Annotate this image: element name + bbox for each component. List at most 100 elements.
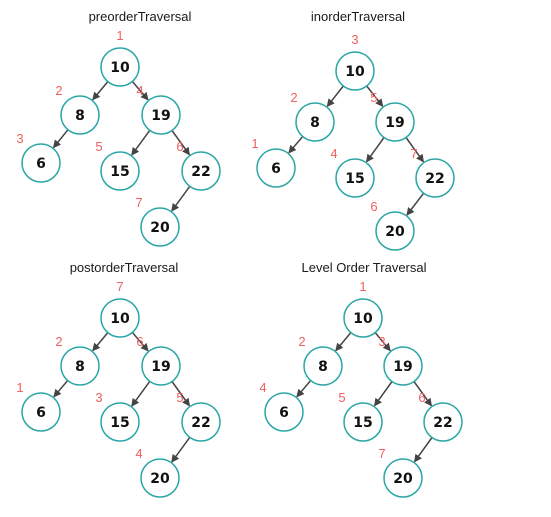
- node-value: 19: [151, 108, 170, 124]
- node-value: 6: [279, 405, 289, 421]
- visit-order-label: 2: [298, 334, 305, 349]
- tree-node: 153: [95, 390, 140, 442]
- tree-node: 206: [370, 199, 415, 251]
- visit-order-label: 6: [176, 139, 183, 154]
- node-value: 19: [151, 359, 170, 375]
- node-circle: [100, 298, 140, 338]
- visit-order-label: 5: [370, 90, 377, 105]
- visit-order-label: 3: [95, 390, 102, 405]
- edge-arrow: [413, 381, 433, 407]
- visit-order-label: 6: [418, 390, 425, 405]
- node-circle: [256, 148, 296, 188]
- tree-node: 61: [251, 136, 296, 188]
- visit-order-label: 4: [136, 83, 143, 98]
- panel-title: postorderTraversal: [70, 260, 179, 275]
- edge-arrow: [406, 192, 425, 216]
- edge-arrow: [373, 381, 393, 407]
- node-value: 6: [271, 161, 281, 177]
- visit-order-label: 2: [55, 334, 62, 349]
- tree-node: 19 4: [136, 83, 181, 135]
- node-value: 6: [36, 156, 46, 172]
- node-circle: [295, 102, 335, 142]
- tree-node: 193: [378, 334, 423, 386]
- tree-node: 196: [136, 334, 181, 386]
- node-circle: [303, 346, 343, 386]
- tree-node: 82: [55, 334, 100, 386]
- visit-order-label: 5: [95, 139, 102, 154]
- node-value: 8: [310, 115, 320, 131]
- node-circle: [181, 151, 221, 191]
- node-circle: [343, 298, 383, 338]
- node-value: 19: [385, 115, 404, 131]
- node-circle: [141, 95, 181, 135]
- node-value: 10: [110, 311, 130, 327]
- panel-title: preorderTraversal: [89, 9, 192, 24]
- node-circle: [383, 458, 423, 498]
- edge-arrow: [131, 380, 151, 407]
- visit-order-label: 2: [55, 83, 62, 98]
- visit-order-label: 1: [251, 136, 258, 151]
- tree-node: 22 7: [410, 146, 455, 198]
- edge-arrow: [53, 380, 69, 398]
- visit-order-label: 1: [16, 380, 23, 395]
- tree-node: 225: [176, 390, 221, 442]
- node-circle: [21, 143, 61, 183]
- tree-node: 155: [338, 390, 383, 442]
- tree-node: 61: [16, 380, 61, 432]
- tree-node: 82: [298, 334, 343, 386]
- edge-arrow: [171, 185, 191, 212]
- tree-node: 226: [176, 139, 221, 191]
- node-circle: [335, 51, 375, 91]
- tree-node: 155: [95, 139, 140, 191]
- tree-node: 226: [418, 390, 463, 442]
- tree-node: 82: [290, 90, 335, 142]
- node-circle: [100, 47, 140, 87]
- edge-arrow: [296, 380, 312, 398]
- tree-node: 64: [259, 380, 304, 432]
- tree-node: 19 5: [370, 90, 415, 142]
- node-circle: [60, 95, 100, 135]
- edge-arrow: [374, 332, 391, 352]
- visit-order-label: 7: [410, 146, 417, 161]
- edge-arrow: [131, 331, 149, 352]
- node-circle: [375, 102, 415, 142]
- node-circle: [140, 458, 180, 498]
- tree-node: 101: [343, 279, 383, 338]
- node-circle: [100, 402, 140, 442]
- visit-order-label: 4: [259, 380, 266, 395]
- visit-order-label: 7: [135, 195, 142, 210]
- node-value: 20: [393, 471, 413, 487]
- node-value: 22: [425, 171, 444, 187]
- visit-order-label: 3: [351, 32, 358, 47]
- node-circle: [264, 392, 304, 432]
- edge-arrow: [405, 137, 425, 163]
- node-value: 10: [110, 60, 130, 76]
- node-value: 20: [150, 220, 170, 236]
- tree-node: 20 7: [135, 195, 180, 247]
- node-circle: [423, 402, 463, 442]
- node-value: 22: [191, 415, 210, 431]
- node-circle: [140, 207, 180, 247]
- edge-arrow: [171, 436, 191, 463]
- edge-arrow: [366, 85, 384, 108]
- panel-title: Level Order Traversal: [302, 260, 427, 275]
- edge-arrow: [52, 129, 69, 149]
- panel-title: inorderTraversal: [311, 9, 405, 24]
- tree-node: 204: [135, 446, 180, 498]
- edge-arrow: [171, 381, 191, 407]
- edge-arrow: [335, 332, 352, 352]
- visit-order-label: 5: [338, 390, 345, 405]
- node-value: 20: [150, 471, 170, 487]
- node-circle: [181, 402, 221, 442]
- node-value: 20: [385, 224, 405, 240]
- edge-arrow: [131, 129, 151, 156]
- visit-order-label: 1: [116, 28, 123, 43]
- visit-order-label: 7: [378, 446, 385, 461]
- node-circle: [343, 402, 383, 442]
- tree-node: 103: [335, 32, 375, 91]
- edge-arrow: [92, 332, 109, 352]
